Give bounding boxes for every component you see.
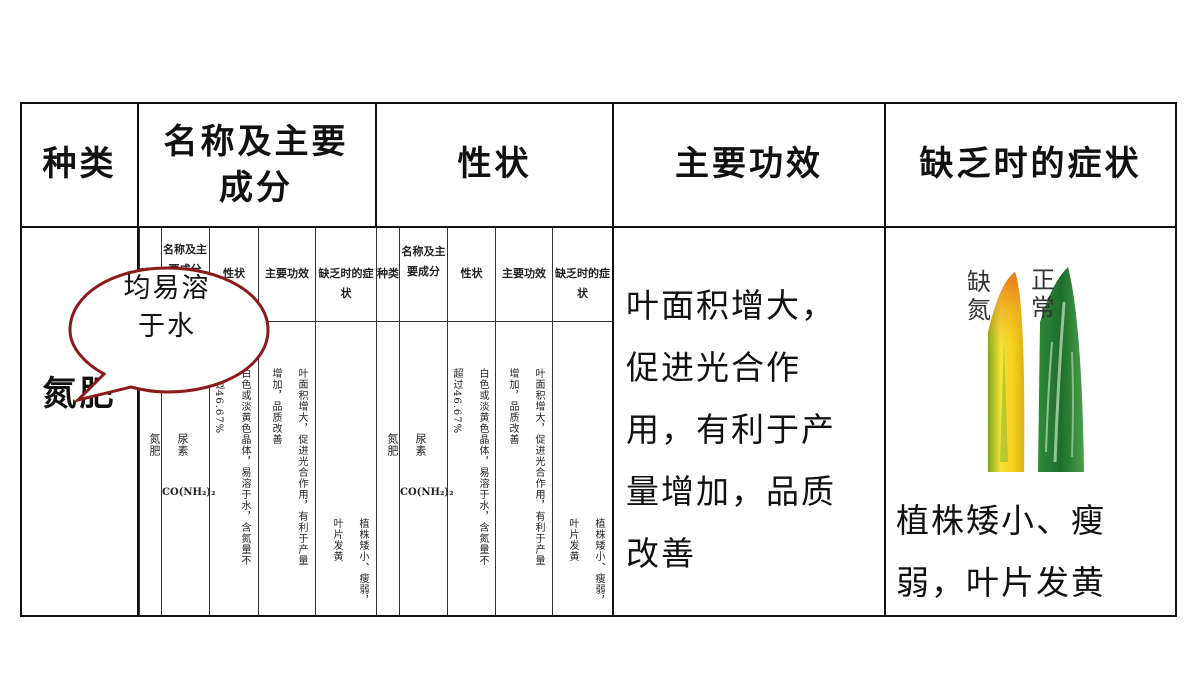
deficiency-text: 植株矮小、瘦 弱，叶片发黄	[896, 490, 1171, 614]
header-name-component: 名称及主要成分	[163, 122, 349, 208]
leaf-comparison-image	[960, 262, 1100, 472]
mini-header: 缺乏时的症状	[555, 267, 610, 300]
table-left-border	[20, 102, 22, 617]
mini-function: 叶面积增大，促进光合作用，有利于产量增加，品质改善	[270, 368, 307, 566]
function-line: 量增加，品质	[626, 472, 836, 511]
table-bottom-border	[20, 615, 1177, 617]
leaf-illustration	[988, 267, 1084, 472]
mini-property: 白色或淡黄色晶体，易溶于水，含氮量不超过46.67%	[213, 368, 250, 566]
function-line: 改善	[626, 534, 696, 573]
mini-header: 性状	[223, 267, 245, 280]
header-type: 种类	[42, 144, 117, 185]
label-deficient: 缺氮	[967, 268, 991, 324]
function-line: 叶面积增大，	[626, 286, 836, 325]
header-divider	[20, 226, 1177, 228]
function-text: 叶面积增大， 促进光合作 用，有利于产 量增加，品质 改善	[626, 275, 881, 585]
header-property: 性状	[457, 144, 532, 185]
mini-function: 叶面积增大，促进光合作用，有利于产量增加，品质改善	[507, 368, 544, 566]
deficiency-line: 弱，叶片发黄	[896, 563, 1106, 602]
bubble-shape	[68, 266, 270, 403]
mini-formula: CO(NH₂)₂	[162, 487, 216, 498]
function-line: 用，有利于产	[626, 410, 836, 449]
mini-deficiency: 植株矮小、瘦弱，叶片发黄	[567, 518, 604, 606]
mini-property: 白色或淡黄色晶体，易溶于水，含氮量不超过46.67%	[451, 368, 488, 566]
mini-header: 种类	[377, 267, 399, 280]
mini-header: 性状	[460, 267, 483, 280]
mini-type: 氮肥	[386, 433, 399, 457]
col-divider-3	[612, 102, 614, 617]
header-function: 主要功效	[675, 144, 823, 185]
bubble-text: 均易溶 于水	[92, 270, 242, 346]
label-normal: 正常	[1031, 266, 1055, 322]
bubble-line: 于水	[138, 311, 196, 342]
mini-deficiency: 植株矮小、瘦弱，叶片发黄	[331, 518, 368, 606]
function-line: 促进光合作	[626, 348, 801, 387]
mini-type: 氮肥	[148, 433, 161, 457]
table-right-border	[1175, 102, 1177, 617]
table-top-border	[20, 102, 1177, 104]
mini-formula: CO(NH₂)₂	[400, 487, 454, 498]
mini-name: 尿素	[176, 433, 189, 457]
mini-header: 主要功效	[502, 267, 546, 280]
mini-header: 名称及主要成分	[401, 245, 446, 278]
mini-name: 尿素	[414, 433, 427, 457]
speech-bubble	[68, 266, 270, 403]
mini-header: 缺乏时的症状	[318, 267, 374, 300]
col-divider-4	[884, 102, 886, 617]
mini-header: 主要功效	[265, 267, 309, 280]
header-deficiency: 缺乏时的症状	[919, 144, 1142, 185]
bubble-line: 均易溶	[123, 273, 211, 304]
col-divider-2	[375, 102, 377, 227]
deficiency-line: 植株矮小、瘦	[896, 501, 1106, 540]
